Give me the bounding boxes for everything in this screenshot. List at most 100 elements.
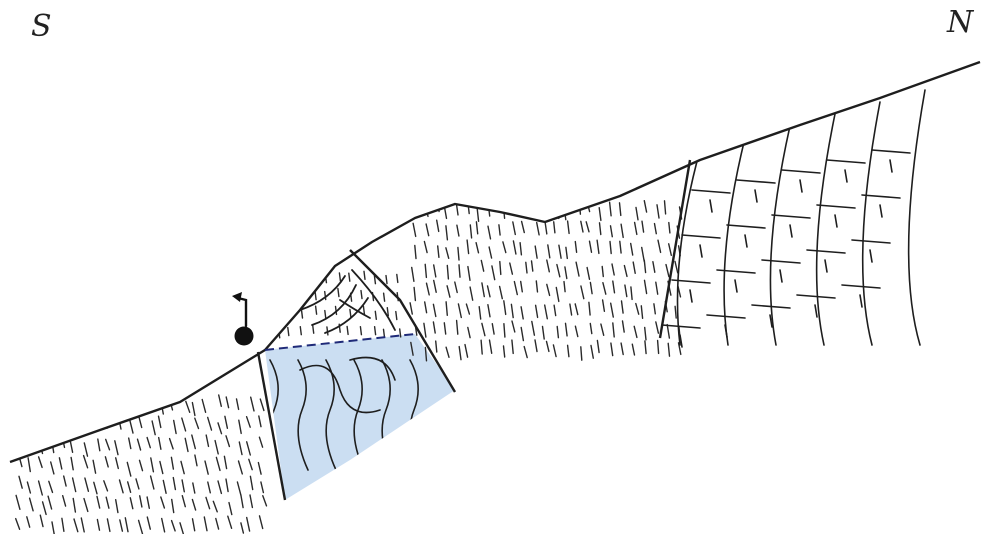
hatch-mark <box>39 457 43 468</box>
hatch-mark <box>669 244 672 256</box>
hatch-mark <box>147 438 150 448</box>
hatch-mark <box>669 223 670 233</box>
hatch-mark <box>611 226 613 237</box>
hatch-mark <box>537 223 539 235</box>
hatch-mark <box>215 441 218 454</box>
hatch-mark <box>28 458 30 472</box>
hatch-mark <box>259 437 262 447</box>
hatch-mark <box>613 281 615 293</box>
hatch-mark <box>208 417 212 430</box>
hatch-mark <box>492 266 495 280</box>
hatch-mark <box>482 323 485 335</box>
hatch-mark <box>299 273 300 281</box>
strata-tick <box>845 170 847 182</box>
hatch-mark <box>258 463 261 475</box>
strata-tick <box>735 280 737 292</box>
hatch-mark <box>276 293 277 301</box>
hatch-mark <box>653 262 655 273</box>
hatch-mark <box>513 222 516 235</box>
hatch-mark <box>49 481 53 492</box>
hatch-mark <box>631 287 632 299</box>
hatch-mark <box>225 416 228 428</box>
hatch-mark <box>375 327 376 335</box>
strata-column <box>770 126 790 345</box>
hatch-mark <box>438 246 439 257</box>
hatch-mark <box>140 496 142 507</box>
hatch-mark <box>18 400 20 411</box>
hatch-mark <box>613 323 614 337</box>
hatch-mark <box>476 222 477 234</box>
hatch-mark <box>447 286 450 297</box>
strata-tick <box>710 200 712 212</box>
hatch-mark <box>172 499 174 512</box>
hatch-mark <box>162 519 165 532</box>
hatch-mark <box>566 323 568 336</box>
hatch-mark <box>375 311 376 319</box>
hatch-mark <box>384 293 385 301</box>
hatch-mark <box>50 423 52 434</box>
hatch-mark <box>642 247 645 261</box>
hatch-mark <box>161 497 165 508</box>
hatch-mark <box>634 326 637 337</box>
strata-tick <box>800 180 802 192</box>
hatch-mark <box>239 442 242 455</box>
hatch-mark <box>71 442 73 452</box>
hatch-mark <box>151 476 154 489</box>
hatch-mark <box>386 276 387 284</box>
hatch-mark <box>361 291 362 299</box>
hatch-mark <box>216 519 219 530</box>
hatch-mark <box>536 281 537 292</box>
strata-column <box>678 150 701 345</box>
hatch-mark <box>603 300 605 311</box>
hatch-mark <box>127 462 131 476</box>
hatch-mark <box>590 283 592 294</box>
strata-crossbar <box>707 315 745 318</box>
hatch-mark <box>603 283 606 295</box>
hatch-mark <box>632 344 634 355</box>
strata-tick <box>745 235 747 247</box>
hatch-mark <box>73 401 76 415</box>
hatch-mark <box>180 523 183 534</box>
hatch-mark <box>84 403 88 415</box>
hatch-mark <box>470 225 471 238</box>
hatch-mark <box>499 225 500 235</box>
hatch-mark <box>468 267 470 281</box>
hatch-mark <box>115 441 118 455</box>
hatch-mark <box>279 272 280 280</box>
hatch-mark <box>514 282 517 295</box>
hatch-mark <box>548 245 550 258</box>
hatch-mark <box>316 306 317 314</box>
hatch-mark <box>182 480 184 492</box>
hatch-mark <box>641 306 642 319</box>
hatch-mark <box>447 265 448 279</box>
hatch-mark <box>364 271 365 279</box>
hatch-mark <box>263 496 267 506</box>
hatch-mark <box>170 439 174 449</box>
hatch-mark <box>120 480 124 493</box>
cross-bedded-strata-center <box>276 201 682 361</box>
hatch-mark <box>636 304 639 315</box>
hatch-mark <box>532 261 533 271</box>
strata-crossbar <box>807 250 845 253</box>
hatch-mark <box>204 517 207 531</box>
hatch-mark <box>557 327 558 338</box>
hatch-mark <box>586 222 589 232</box>
hatch-mark <box>19 438 22 451</box>
hatch-mark <box>446 302 447 316</box>
hatch-mark <box>16 519 20 530</box>
hatch-mark <box>193 483 195 493</box>
hatch-mark <box>84 499 88 512</box>
strata-crossbar <box>682 235 720 238</box>
hatch-mark <box>591 346 593 359</box>
hatch-mark <box>500 286 503 298</box>
hatch-mark <box>636 208 638 220</box>
hatch-mark <box>457 204 459 215</box>
hatch-mark <box>524 347 527 358</box>
hatch-mark <box>74 519 78 532</box>
hatch-mark <box>27 517 30 527</box>
hatch-mark <box>459 265 460 277</box>
hatch-mark <box>19 476 22 488</box>
hatch-mark <box>106 397 109 409</box>
